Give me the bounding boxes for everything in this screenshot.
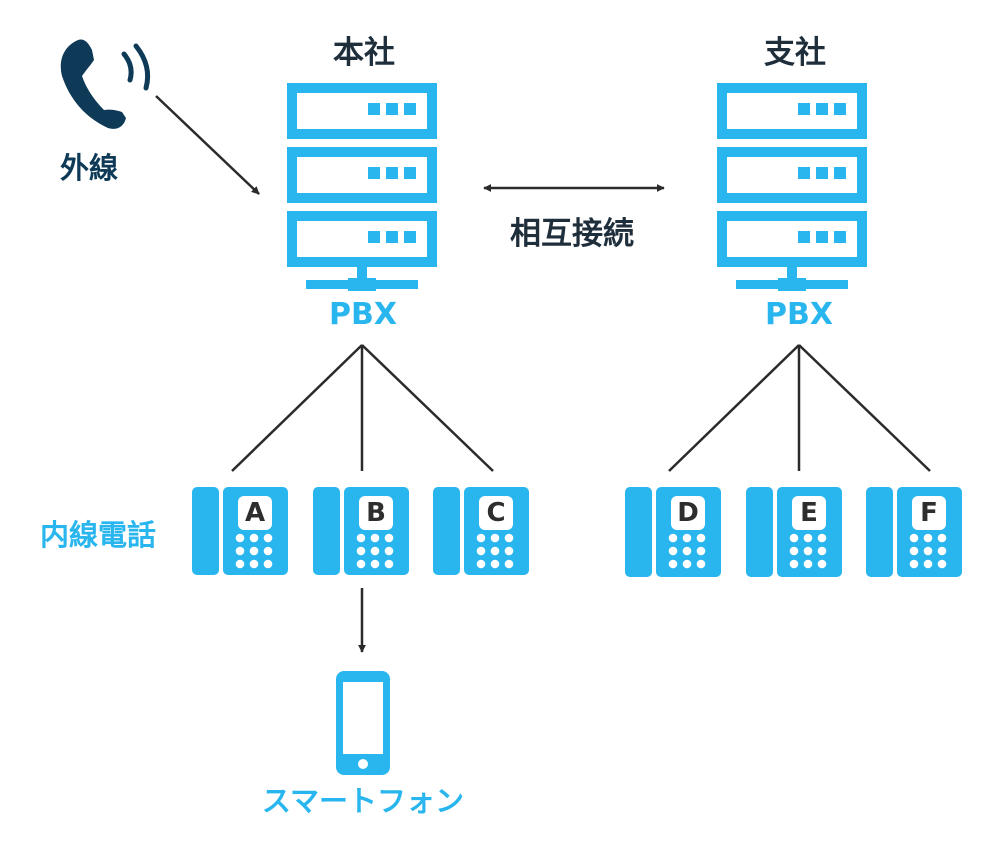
phone-label-f: F xyxy=(912,496,946,530)
head-office-server-icon xyxy=(287,83,437,291)
branch-office-pbx-label: PBX xyxy=(765,297,833,332)
smartphone-label: スマートフォン xyxy=(261,784,465,818)
branch-office-title: 支社 xyxy=(764,35,826,71)
outside-line-label: 外線 xyxy=(60,151,119,185)
outside-line-arrow xyxy=(155,95,260,195)
phone-label-e: E xyxy=(792,496,826,530)
phone-label-a: A xyxy=(238,496,272,530)
phone-label-c: C xyxy=(479,496,513,530)
phone-handset-icon xyxy=(60,39,151,129)
extension-phone-label: 内線電話 xyxy=(40,518,157,552)
head-office-connectors xyxy=(231,344,494,472)
branch-office-server-icon xyxy=(717,83,867,291)
phone-label-d: D xyxy=(671,496,705,530)
smartphone-icon xyxy=(336,671,390,775)
head-office-pbx-label: PBX xyxy=(329,297,397,332)
interconnect-label: 相互接続 xyxy=(510,216,634,252)
branch-office-connectors xyxy=(668,344,931,472)
phone-label-b: B xyxy=(359,496,393,530)
head-office-title: 本社 xyxy=(333,35,395,71)
